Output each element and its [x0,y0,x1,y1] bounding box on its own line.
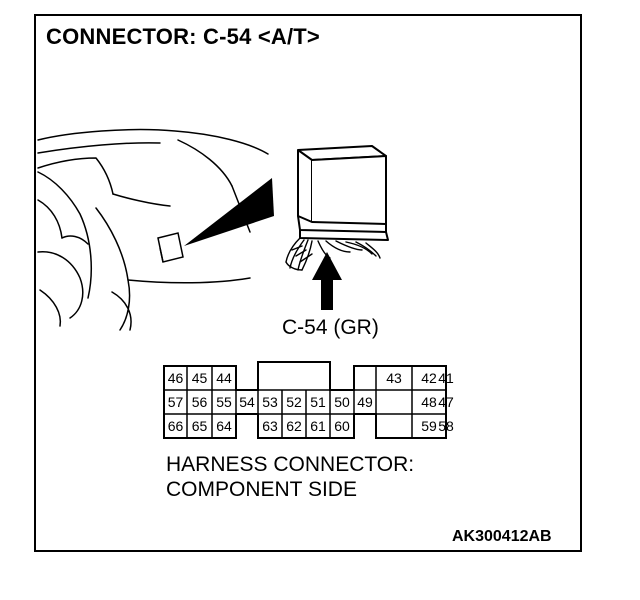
pin-label: 48 [421,394,437,410]
pointer-wedge [184,178,274,246]
reference-code: AK300412AB [452,528,552,545]
control-module [297,145,389,241]
connector-callout-label: C-54 (GR) [282,316,379,339]
connector-title: CONNECTOR: C-54 <A/T> [46,24,320,49]
pin-label: 59 [421,418,437,434]
pin-label: 42 [421,370,437,386]
pin-label: 62 [286,418,302,434]
pin-label: 64 [216,418,232,434]
diagram-frame [34,14,582,552]
pin-label: 57 [168,394,184,410]
pin-label: 45 [192,370,208,386]
pin-label: 65 [192,418,208,434]
pin-label: 61 [310,418,326,434]
pin-label: 52 [286,394,302,410]
pin-label: 56 [192,394,208,410]
connector-view-caption: HARNESS CONNECTOR: COMPONENT SIDE [166,452,414,502]
pin-label: 58 [438,418,454,434]
pin-label: 55 [216,394,232,410]
pin-label: 50 [334,394,350,410]
pin-label: 51 [310,394,326,410]
pin-label: 44 [216,370,232,386]
pin-label: 46 [168,370,184,386]
caption-line-1: HARNESS CONNECTOR: [166,453,415,476]
pin-label: 47 [438,394,454,410]
pin-label: 53 [262,394,278,410]
dashboard-drawing [37,128,269,331]
pin-label: 49 [357,394,373,410]
pin-label: 54 [239,394,255,410]
wiring-harness [285,237,381,271]
pin-label: 43 [386,370,402,386]
arrow-up-icon [312,252,342,310]
pin-label: 63 [262,418,278,434]
pin-label: 60 [334,418,350,434]
caption-line-2: COMPONENT SIDE [166,478,357,501]
pin-label: 66 [168,418,184,434]
connector-location-marker [157,232,184,263]
pin-label: 41 [438,370,454,386]
